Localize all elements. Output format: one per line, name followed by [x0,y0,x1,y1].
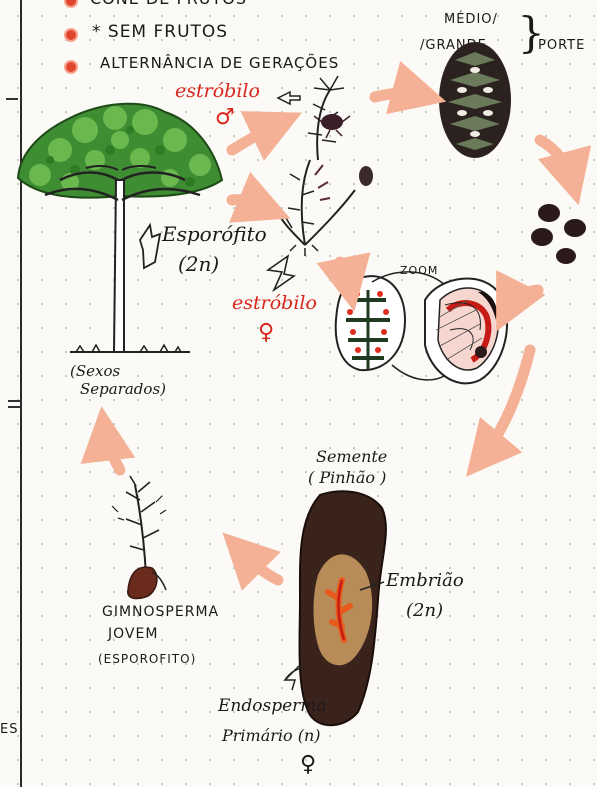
female-plant [275,160,373,256]
endosperm-symbol: ♀ [300,752,316,777]
pinhao-seed [299,491,385,725]
young-label-1: GIMNOSPERMA [102,604,219,620]
endosperm-label-2: Primário (n) [222,726,321,745]
female-cone-large [439,42,511,158]
embryo-label: Embrião [386,570,464,591]
sporophyte-ploidy: (2n) [178,252,219,276]
young-label-3: (ESPOROFITO) [98,652,196,666]
female-strobilus-label: estróbilo [232,292,317,314]
seed-label-2: ( Pinhão ) [308,468,386,487]
young-gymnosperm [112,476,166,598]
male-branch [308,76,350,160]
embryo-ploidy: (2n) [406,600,443,621]
endosperm-label-1: Endosperma [218,696,327,716]
sporophyte-pointer [140,225,160,268]
female-symbol: ♀ [258,320,274,345]
seed-label-1: Semente [316,447,387,466]
young-label-2: JOVEM [108,626,158,642]
seeds [531,204,586,264]
male-pointer [278,92,300,104]
sporophyte-label: Esporófito [162,222,267,246]
sexes-line-1: (Sexos [70,362,120,380]
zoom-label: ZOOM [400,264,438,277]
zoomed-ovule [425,279,507,384]
sexes-line-2: Separados) [80,380,166,398]
male-strobilus-label: estróbilo [175,80,260,102]
male-symbol: ♂ [215,105,235,130]
female-pointer [268,256,294,290]
